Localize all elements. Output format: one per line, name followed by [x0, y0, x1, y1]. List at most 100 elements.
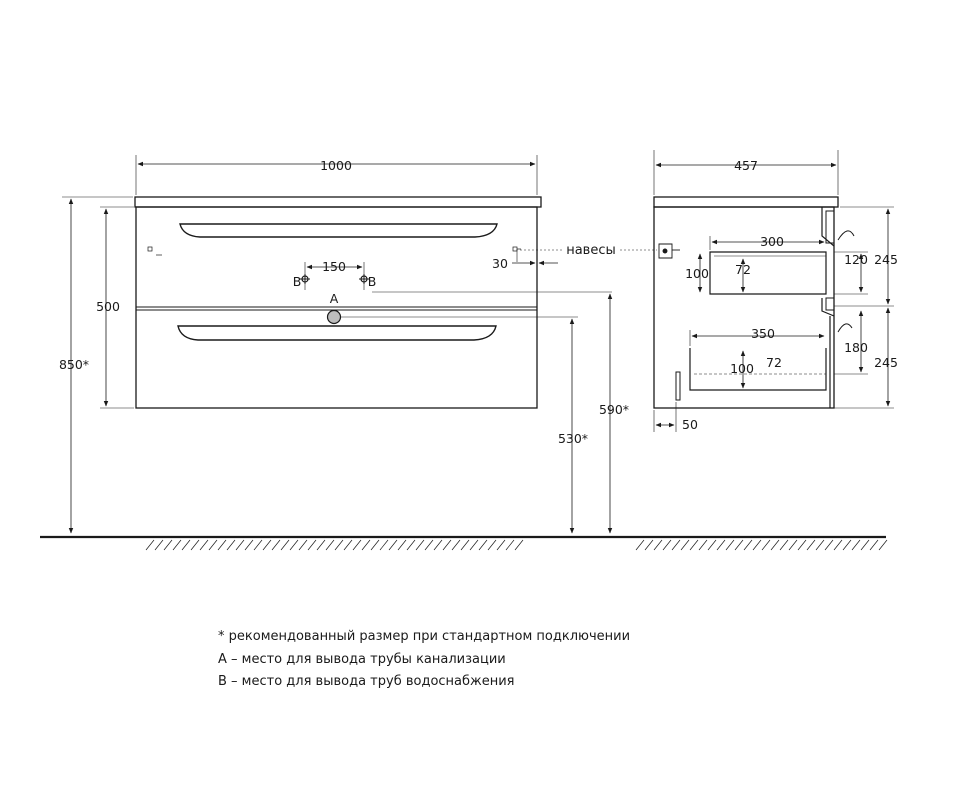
- hatch-line: [145, 539, 155, 551]
- supply-height-label: 590*: [599, 402, 629, 417]
- hatch-line: [779, 539, 789, 551]
- point-b-right-label: B: [368, 274, 377, 289]
- upper-handle: [179, 223, 498, 238]
- hatch-line: [505, 539, 515, 551]
- front-view: [62, 155, 657, 534]
- legend-point-b: В – место для вывода труб водоснабжения: [218, 674, 515, 689]
- pipe-spacing-label: 150: [322, 259, 346, 274]
- hatch-line: [725, 539, 735, 551]
- hatch-line: [698, 539, 708, 551]
- hatch-line: [797, 539, 807, 551]
- hatch-line: [262, 539, 272, 551]
- lower-handle: [177, 325, 497, 341]
- hatch-line: [478, 539, 488, 551]
- lower-front-label: 180: [844, 340, 868, 355]
- hatch-line: [163, 539, 173, 551]
- total-height-label: 850*: [59, 357, 89, 372]
- legend-point-a: А – место для вывода трубы канализации: [218, 651, 506, 667]
- point-a-label: A: [330, 291, 339, 306]
- drain-point-a: [326, 309, 342, 325]
- hatch-line: [878, 539, 888, 551]
- hatch-line: [460, 539, 470, 551]
- hatch-line: [824, 539, 834, 551]
- hatch-line: [343, 539, 353, 551]
- hatch-line: [734, 539, 744, 551]
- hatch-line: [397, 539, 407, 551]
- hatch-line: [842, 539, 852, 551]
- point-b-left-label: B: [293, 274, 302, 289]
- countertop: [134, 196, 542, 208]
- dimension-labels: 1000 500 850* 150 A B B 30 навесы 530* 5…: [59, 158, 898, 446]
- width-label: 1000: [320, 158, 352, 173]
- hatch-line: [671, 539, 681, 551]
- hatch-line: [235, 539, 245, 551]
- hatch-line: [514, 539, 524, 551]
- hatch-line: [806, 539, 816, 551]
- hatch-line: [469, 539, 479, 551]
- hatch-line: [190, 539, 200, 551]
- hatch-line: [217, 539, 227, 551]
- hatch-line: [860, 539, 870, 551]
- hatch-line: [707, 539, 717, 551]
- upper-drawer-inner-label: 72: [735, 262, 751, 277]
- hatch-line: [154, 539, 164, 551]
- floor: [40, 535, 888, 551]
- hatch-line: [761, 539, 771, 551]
- hatch-line: [361, 539, 371, 551]
- upper-drawer: [709, 251, 827, 295]
- hatch-line: [851, 539, 861, 551]
- hatch-line: [635, 539, 645, 551]
- lower-section-label: 245: [874, 355, 898, 370]
- hatch-line: [496, 539, 506, 551]
- upper-drawer-height-label: 100: [685, 266, 709, 281]
- side-view: [653, 150, 894, 432]
- upper-section-label: 245: [874, 252, 898, 267]
- hatch-line: [334, 539, 344, 551]
- hatch-line: [662, 539, 672, 551]
- hatch-line: [442, 539, 452, 551]
- hatch-line: [307, 539, 317, 551]
- hatch-line: [289, 539, 299, 551]
- legend-recommended: * рекомендованный размер при стандартном…: [218, 629, 631, 644]
- height-label: 500: [96, 299, 120, 314]
- hinge-bracket: [658, 243, 680, 259]
- hatch-line: [680, 539, 690, 551]
- legend: * рекомендованный размер при стандартном…: [218, 626, 630, 694]
- lower-drawer-depth-label: 350: [751, 326, 775, 341]
- upper-drawer-depth-label: 300: [760, 234, 784, 249]
- hinge-offset-label: 30: [492, 256, 508, 271]
- hatch-line: [415, 539, 425, 551]
- hatch-line: [271, 539, 281, 551]
- hatch-line: [869, 539, 879, 551]
- hatch-line: [199, 539, 209, 551]
- floor-hatching: [145, 539, 888, 551]
- hinges-label: навесы: [566, 243, 616, 258]
- hatch-line: [689, 539, 699, 551]
- hatch-line: [244, 539, 254, 551]
- hatch-line: [181, 539, 191, 551]
- lower-drawer-inner-label: 72: [766, 355, 782, 370]
- back-offset-label: 50: [682, 417, 698, 432]
- side-countertop: [653, 196, 839, 208]
- hatch-line: [388, 539, 398, 551]
- drain-height-label: 530*: [558, 431, 588, 446]
- hatch-line: [815, 539, 825, 551]
- hatch-line: [833, 539, 843, 551]
- hatch-line: [406, 539, 416, 551]
- hatch-line: [316, 539, 326, 551]
- hatch-line: [352, 539, 362, 551]
- front-panel-profile: [821, 207, 835, 408]
- lower-drawer-height-label: 100: [730, 361, 754, 376]
- upper-front-label: 120: [844, 252, 868, 267]
- side-body: [653, 206, 835, 409]
- lower-drawer: [689, 348, 827, 391]
- hatch-line: [172, 539, 182, 551]
- depth-label: 457: [734, 158, 758, 173]
- hatch-line: [208, 539, 218, 551]
- hatch-line: [770, 539, 780, 551]
- hatch-line: [788, 539, 798, 551]
- hatch-line: [716, 539, 726, 551]
- hatch-line: [451, 539, 461, 551]
- hatch-line: [752, 539, 762, 551]
